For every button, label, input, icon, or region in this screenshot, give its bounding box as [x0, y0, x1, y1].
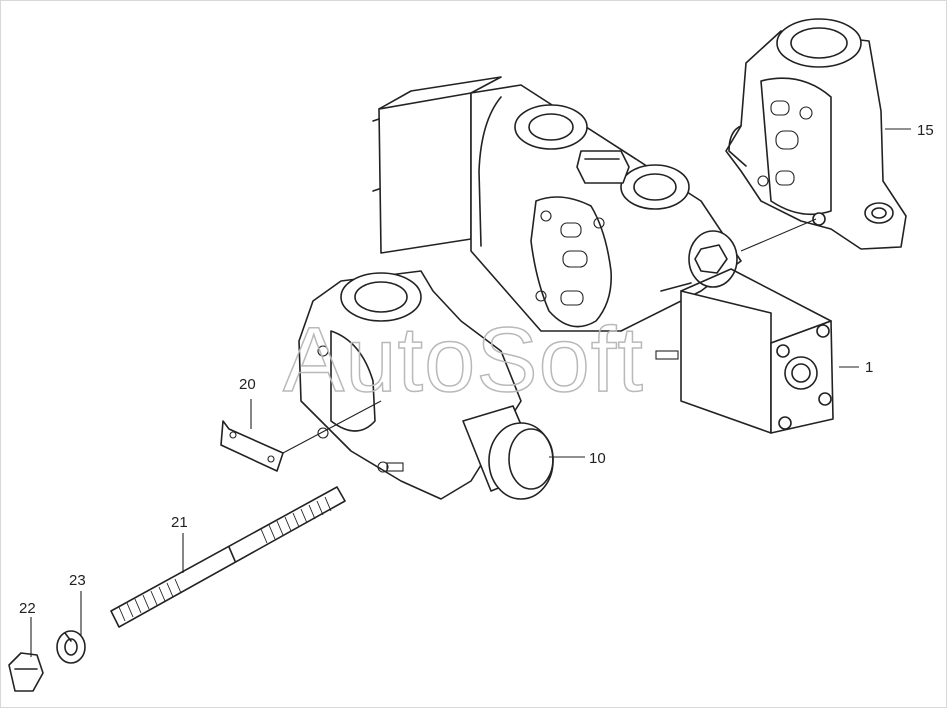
callout-part-15: 15	[917, 122, 934, 139]
callout-part-10: 10	[589, 450, 606, 467]
tie-rod-part-21	[110, 486, 346, 628]
callout-part-21: 21	[171, 514, 188, 531]
callout-part-20: 20	[239, 376, 256, 393]
leader-lines	[30, 128, 911, 657]
port-block-part-15	[725, 18, 907, 250]
hex-nut-part-22	[8, 652, 44, 692]
callout-part-23: 23	[69, 572, 86, 589]
callout-part-1: 1	[865, 359, 873, 376]
washer-part-23	[56, 630, 86, 664]
plate-part-20	[220, 420, 284, 472]
callout-part-22: 22	[19, 600, 36, 617]
valve-assembly-part-1	[372, 76, 834, 434]
valve-section-part-10	[298, 270, 554, 500]
watermark-text: AutoSoft	[283, 309, 644, 411]
